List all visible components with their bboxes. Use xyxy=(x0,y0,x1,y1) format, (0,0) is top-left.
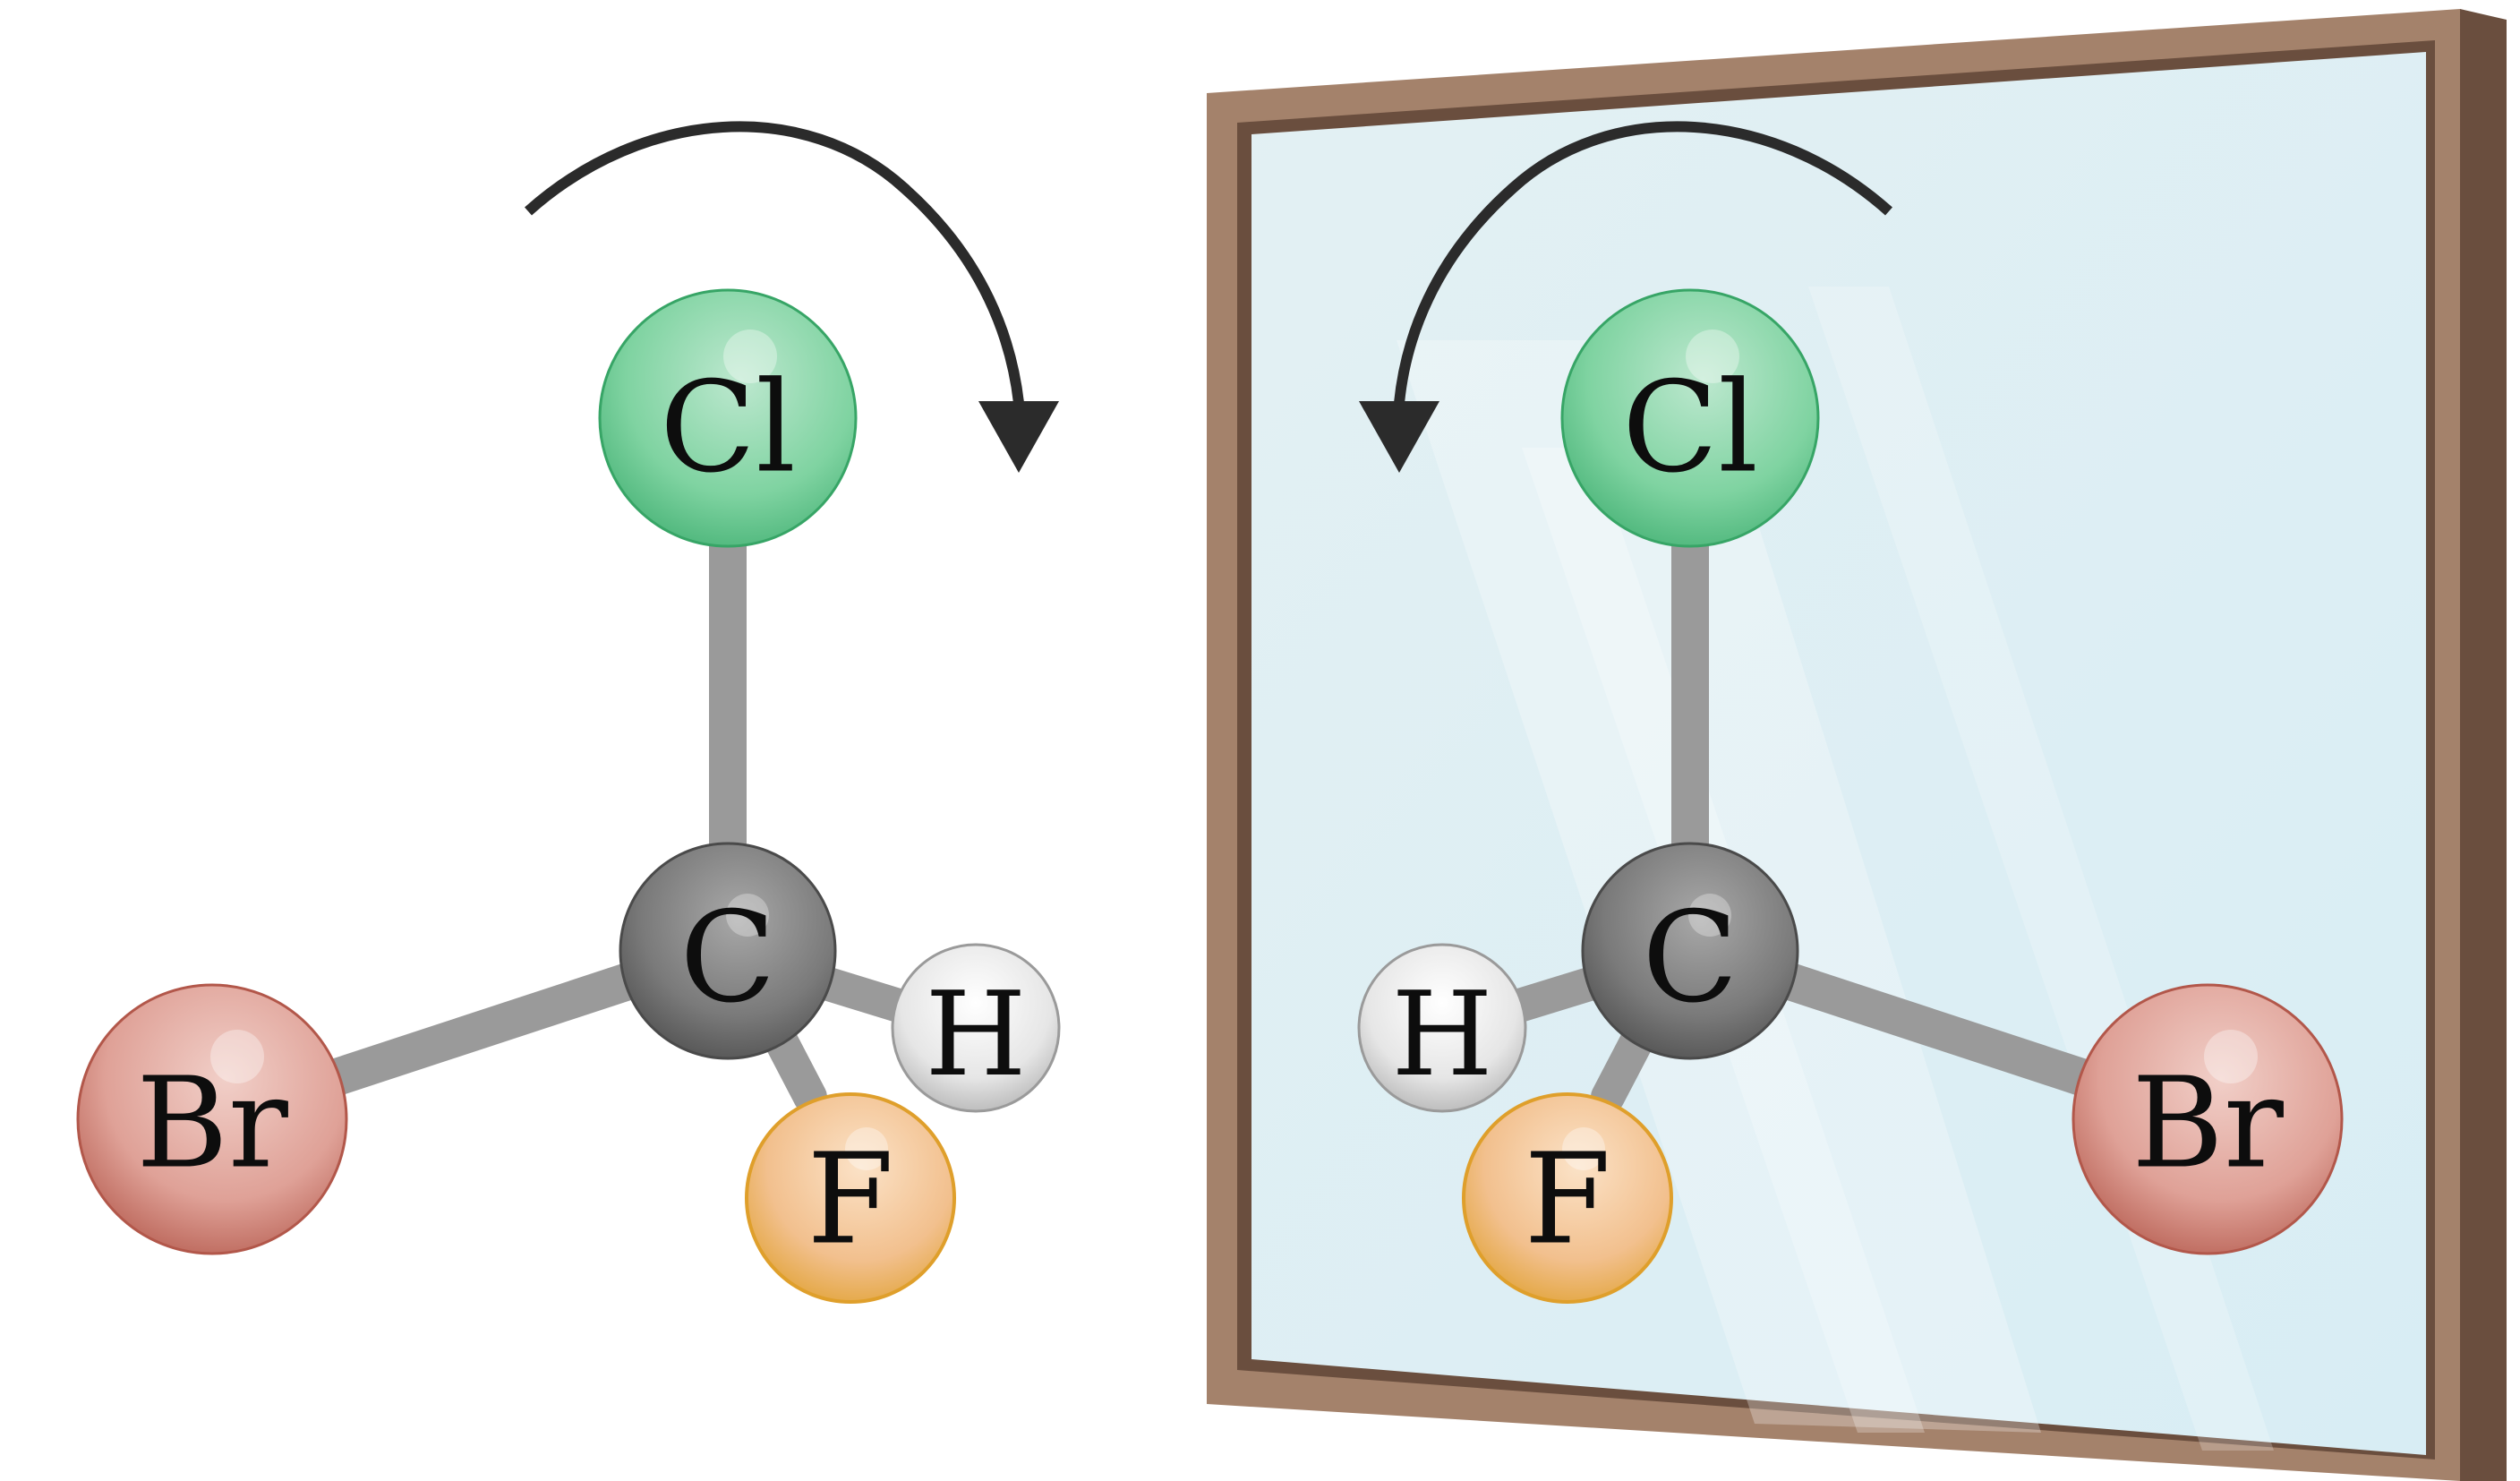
atom-highlight xyxy=(1562,1127,1605,1170)
atom-label-h: H xyxy=(1391,966,1492,1102)
atom-highlight xyxy=(1686,330,1739,383)
atom-label-br: Br xyxy=(2131,1051,2284,1197)
atom-label-f: F xyxy=(807,1127,893,1273)
bond-c-br xyxy=(1741,953,2106,1098)
atom-chlorine xyxy=(1560,288,1820,548)
atom-highlight xyxy=(1688,894,1731,937)
atom-label-cl: Cl xyxy=(1622,355,1758,501)
atom-hydrogen xyxy=(891,943,1061,1113)
atom-chlorine xyxy=(598,288,858,548)
atom-fluorine xyxy=(1462,1092,1673,1304)
atom-fluorine xyxy=(745,1092,956,1304)
atom-label-f: F xyxy=(1524,1127,1610,1273)
arrowhead-icon xyxy=(1359,401,1439,473)
molecule-original: Cl Br H C F xyxy=(76,121,1061,1304)
atom-label-cl: Cl xyxy=(660,355,796,501)
atom-highlight xyxy=(210,1030,264,1083)
atom-label-c: C xyxy=(679,886,775,1032)
atom-highlight xyxy=(845,1127,888,1170)
molecule-mirror-image: Cl Br H C F xyxy=(1357,121,2344,1304)
bond-c-br xyxy=(312,953,677,1098)
atom-label-h: H xyxy=(925,966,1026,1102)
mirror-frame-side xyxy=(2460,9,2507,1481)
atom-carbon xyxy=(1581,842,1799,1060)
atom-bromine xyxy=(76,983,348,1255)
arrowhead-icon xyxy=(978,401,1059,473)
atom-hydrogen xyxy=(1357,943,1527,1113)
atom-highlight xyxy=(2204,1030,2258,1083)
atom-bromine xyxy=(2072,983,2344,1255)
atom-label-c: C xyxy=(1642,886,1738,1032)
atom-highlight xyxy=(726,894,769,937)
atom-label-br: Br xyxy=(136,1051,288,1197)
rotation-arrow-clockwise xyxy=(525,121,1024,404)
mirror xyxy=(1207,9,2507,1481)
atom-carbon xyxy=(619,842,837,1060)
atom-highlight xyxy=(723,330,777,383)
rotation-arrow-counterclockwise xyxy=(1394,121,1892,404)
